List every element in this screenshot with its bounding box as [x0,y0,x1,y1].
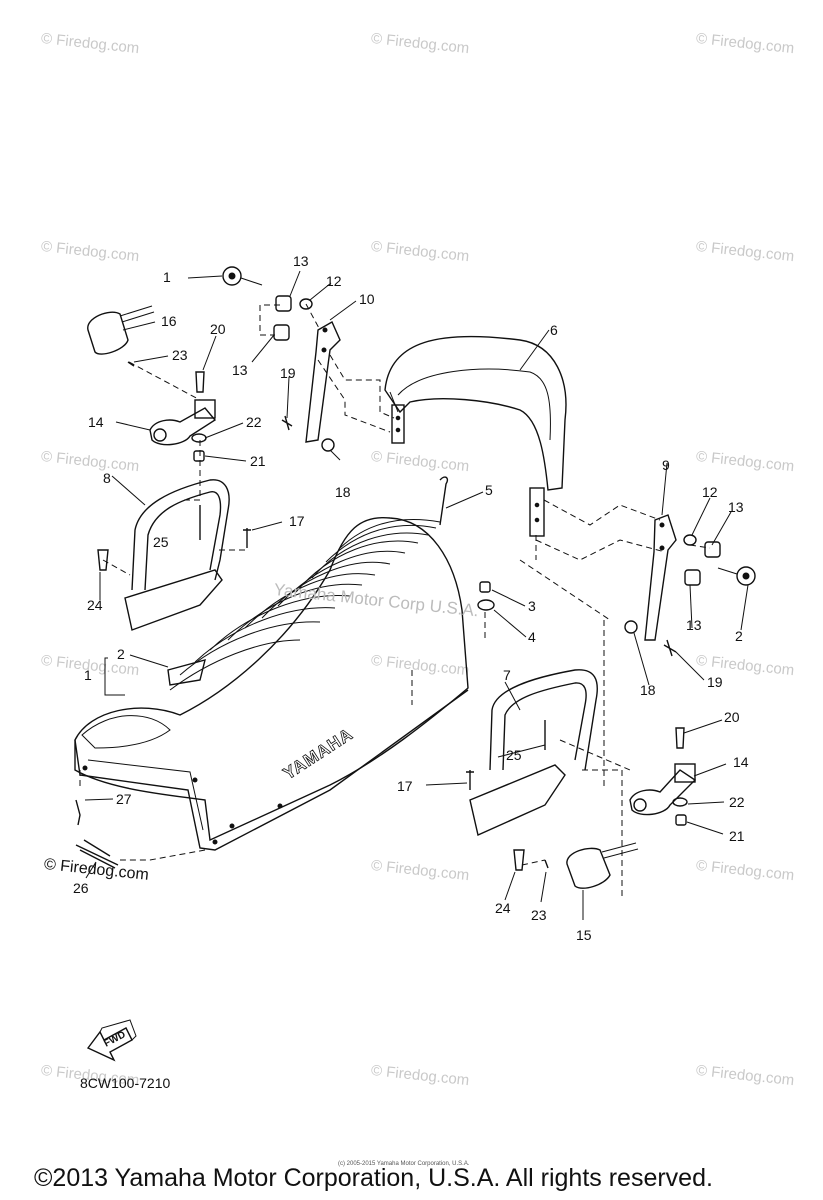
knob-right [717,566,756,586]
end-cap-left [87,311,129,355]
grab-rail-left-plate [124,569,223,631]
diagram-code: 8CW100-7210 [80,1075,171,1091]
end-cap-right [566,847,611,889]
fwd-arrow-icon: FWD [86,1019,137,1062]
callout-19: 19 [707,674,723,690]
callouts: 1 13 12 10 16 20 23 13 19 14 22 21 18 8 … [73,253,749,943]
callout-20: 20 [724,709,740,725]
callout-22: 22 [246,414,262,430]
leader-lines [84,270,749,920]
callout-17: 17 [289,513,305,529]
callout-14: 14 [733,754,749,770]
callout-13: 13 [686,617,702,633]
callout-22: 22 [729,794,745,810]
bracket-left [305,321,341,443]
callout-6: 6 [550,322,558,338]
callout-5: 5 [485,482,493,498]
callout-24: 24 [87,597,103,613]
fwd-label: FWD [102,1029,127,1049]
callout-11: 1 [163,269,171,285]
callout-19: 19 [280,365,296,381]
callout-1-label: 1 [84,667,92,683]
bracket-right [644,514,677,641]
callout-26: 26 [73,880,89,896]
callout-21: 21 [729,828,745,844]
callout-18: 18 [335,484,351,500]
callout-18: 18 [640,682,656,698]
callout-12: 12 [326,273,342,289]
callout-10: 10 [359,291,375,307]
callout-2-label: 2 [117,646,125,662]
assembly-lines [79,303,711,900]
seat: YAMAHA [74,516,469,851]
callout-25: 25 [506,747,522,763]
small-credit: (c) 2005-2015 Yamaha Motor Corporation, … [338,1161,470,1167]
callout-23: 23 [172,347,188,363]
hinge-left [149,399,217,446]
grab-rail-right-plate [469,764,566,836]
callout-14: 14 [88,414,104,430]
callout-4: 4 [528,629,536,645]
knob-left [222,266,263,286]
callout-27: 27 [116,791,132,807]
copyright-notice: ©2013 Yamaha Motor Corporation, U.S.A. A… [34,1164,713,1192]
callout-13: 13 [293,253,309,269]
callout-3: 3 [528,598,536,614]
callout-8: 8 [103,470,111,486]
callout-25: 25 [153,534,169,550]
callout-12: 12 [702,484,718,500]
callout-24: 24 [495,900,511,916]
seat-patch [167,659,206,686]
seat-brand-text: YAMAHA [280,724,357,783]
callout-16: 16 [161,313,177,329]
backrest [384,335,567,537]
grab-rail-left [131,479,230,591]
callout-7: 7 [503,667,511,683]
callout-9: 9 [662,457,670,473]
hinge-right [629,763,697,816]
callout-13: 13 [728,499,744,515]
grab-rail-right [489,669,598,771]
callout-17: 17 [397,778,413,794]
small-hardware [75,295,721,871]
callout-15: 15 [576,927,592,943]
callout-20: 20 [210,321,226,337]
callout-23: 23 [531,907,547,923]
callout-11: 2 [735,628,743,644]
callout-13: 13 [232,362,248,378]
callout-21: 21 [250,453,266,469]
